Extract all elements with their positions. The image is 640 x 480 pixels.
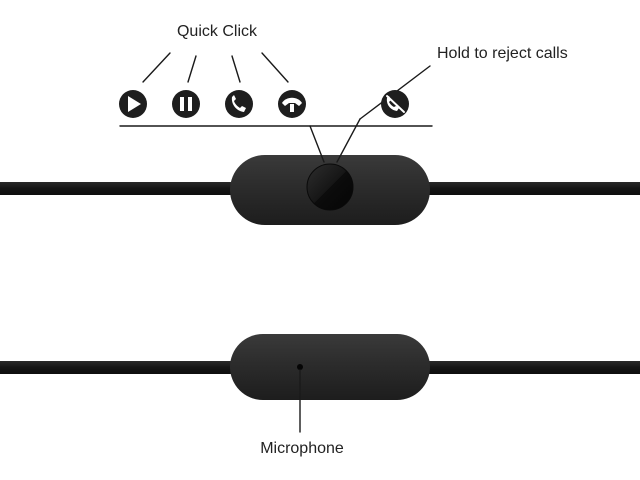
leader-play [142, 52, 171, 83]
play-icon [119, 90, 147, 118]
remote-body-bottom [230, 334, 430, 400]
hold-pointer [336, 118, 361, 163]
hang-up-icon [278, 90, 306, 118]
leader-hangup [261, 52, 289, 83]
quick-click-pointer [309, 125, 325, 163]
hold-to-reject-label: Hold to reject calls [437, 45, 568, 62]
remote-button[interactable] [306, 163, 354, 211]
quick-click-label: Quick Click [177, 23, 258, 40]
phone-answer-icon [225, 90, 253, 118]
cable-left-bottom [0, 361, 240, 374]
microphone-hole [297, 364, 303, 370]
remote-with-button [0, 155, 640, 225]
microphone-label: Microphone [260, 440, 344, 457]
reject-call-icon [381, 90, 409, 118]
quick-click-leaders [142, 52, 289, 83]
leader-pause [187, 55, 197, 83]
remote-with-microphone [0, 334, 640, 400]
pause-icon [172, 90, 200, 118]
button-pointers [119, 65, 433, 163]
cable-left-top [0, 182, 240, 195]
cable-right-top [420, 182, 640, 195]
cable-right-bottom [420, 361, 640, 374]
leader-answer [231, 55, 241, 83]
